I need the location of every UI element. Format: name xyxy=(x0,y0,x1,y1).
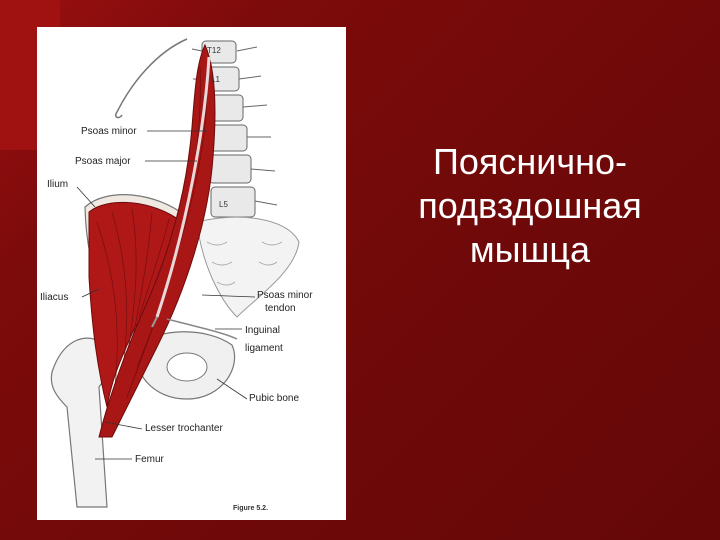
anatomy-figure: T12 L1 L5 Psoas minor Psoas major Ilium … xyxy=(37,27,346,520)
label-femur: Femur xyxy=(135,454,164,465)
title-line-2: подвздошная xyxy=(418,185,642,226)
slide-title: Пояснично- подвздошная мышца xyxy=(360,140,700,272)
anatomy-illustration xyxy=(50,38,300,508)
label-l5: L5 xyxy=(219,200,228,209)
label-l1: L1 xyxy=(211,75,220,84)
label-psoas-minor-tendon-2: tendon xyxy=(265,303,296,314)
label-psoas-minor-tendon-1: Psoas minor xyxy=(257,290,313,301)
label-psoas-minor: Psoas minor xyxy=(81,126,137,137)
label-iliacus: Iliacus xyxy=(40,292,69,303)
label-psoas-major: Psoas major xyxy=(75,156,131,167)
label-inguinal-2: ligament xyxy=(245,343,283,354)
title-line-1: Пояснично- xyxy=(432,141,628,182)
label-t12: T12 xyxy=(207,46,221,55)
label-lesser-trochanter: Lesser trochanter xyxy=(145,423,223,434)
label-pubic-bone: Pubic bone xyxy=(249,393,300,404)
label-ilium: Ilium xyxy=(47,179,69,190)
title-line-3: мышца xyxy=(469,229,591,270)
figure-caption: Figure 5.2. xyxy=(233,505,269,512)
label-inguinal-1: Inguinal xyxy=(245,325,281,336)
